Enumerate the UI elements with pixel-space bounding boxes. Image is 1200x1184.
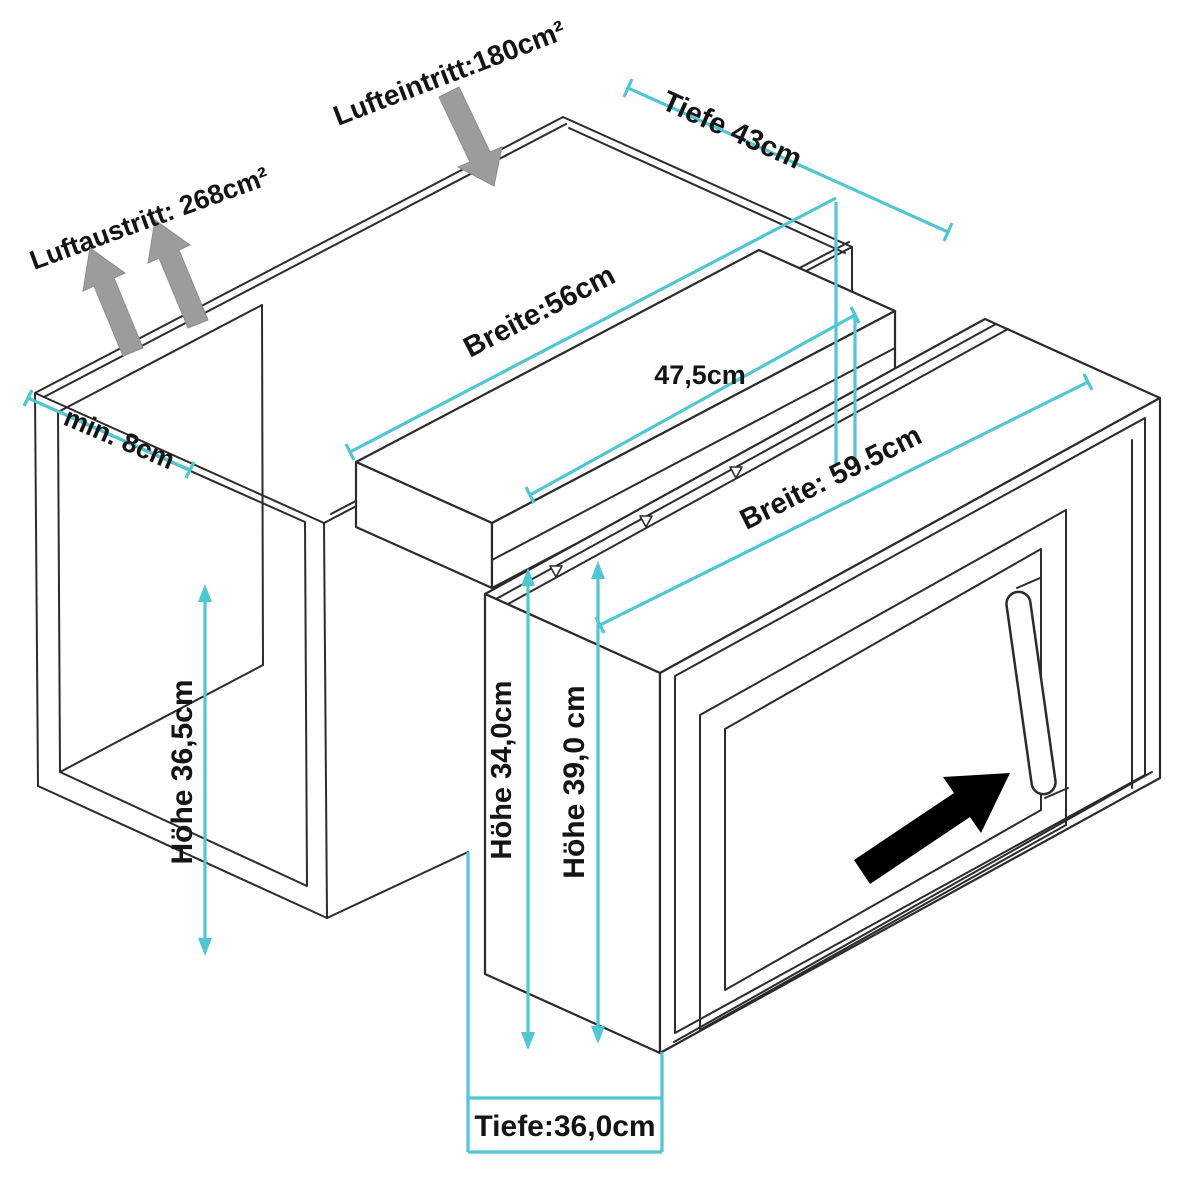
microwave-front-face bbox=[658, 396, 1162, 1055]
dimension-min-clearance bbox=[22, 389, 196, 479]
label-min-clearance: min. 8cm bbox=[60, 402, 179, 475]
label-niche-height: Höhe 34,0cm bbox=[486, 681, 518, 860]
dimension-cabinet-depth bbox=[622, 78, 954, 242]
cabinet-opening-frame bbox=[57, 411, 308, 887]
mounting-mark-icon bbox=[639, 515, 653, 528]
label-microwave-depth: Tiefe:36,0cm bbox=[474, 1110, 655, 1143]
dimension-cabinet-width bbox=[344, 196, 838, 465]
label-microwave-height: Höhe 39,0 cm bbox=[558, 685, 591, 878]
door-handle bbox=[1005, 590, 1057, 796]
dimension-niche-height bbox=[521, 568, 535, 1050]
cabinet-bottom-edge bbox=[37, 785, 328, 919]
dimension-lines bbox=[22, 78, 1094, 1154]
dimension-cabinet-height bbox=[198, 584, 212, 956]
label-cabinet-height: Höhe 36,5cm bbox=[166, 679, 199, 864]
cabinet-left-edge bbox=[34, 392, 39, 787]
door-window-inner bbox=[724, 548, 1042, 991]
door-window-outer bbox=[699, 509, 1067, 1031]
label-niche-width: 47,5cm bbox=[654, 360, 746, 390]
dimension-niche-width bbox=[524, 306, 861, 504]
air-outlet-arrow-icon bbox=[82, 247, 144, 357]
label-cabinet-depth: Tiefe 43cm bbox=[657, 85, 806, 175]
insert-direction-arrow-icon bbox=[854, 773, 1010, 884]
mounting-mark-icon bbox=[549, 565, 563, 578]
microwave-cavity-body bbox=[354, 248, 897, 590]
dimension-microwave-height bbox=[591, 561, 605, 1044]
airflow-arrows bbox=[82, 86, 503, 357]
air-inlet-arrow-icon bbox=[438, 86, 503, 187]
mounting-mark-icon bbox=[729, 466, 743, 479]
cabinet-front-corner-edge bbox=[323, 522, 328, 919]
air-outlet-arrow-icon bbox=[147, 219, 209, 329]
dimension-microwave-depth bbox=[466, 852, 664, 1154]
